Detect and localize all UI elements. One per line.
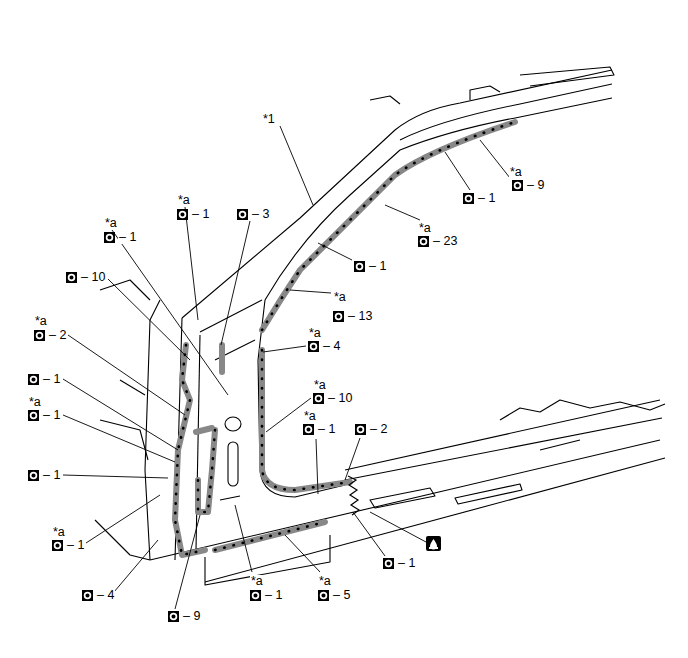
- callout-number: – 3: [251, 208, 270, 221]
- callout-number: – 2: [48, 329, 67, 342]
- note-mark: *a: [318, 575, 332, 588]
- note-mark: *a: [509, 166, 523, 179]
- note-mark: *a: [28, 396, 42, 409]
- note-mark: *a: [308, 327, 322, 340]
- callout-number: – 1: [477, 192, 496, 205]
- callout-number: – 1: [397, 557, 416, 570]
- note-mark: *a: [34, 315, 48, 328]
- callout-number: – 1: [42, 469, 61, 482]
- note-mark: *a: [104, 217, 118, 230]
- callout-number: – 1: [66, 539, 85, 552]
- sealer-icon: [426, 536, 441, 551]
- callout-number: – 9: [182, 610, 201, 623]
- note-mark: *a: [333, 291, 347, 304]
- callout-number: – 1: [317, 423, 336, 436]
- callout-icon: [28, 180, 523, 622]
- callout-number: – 4: [96, 589, 115, 602]
- part-mark: *1: [262, 113, 276, 126]
- callout-number: – 13: [347, 310, 373, 323]
- body-outline: [95, 67, 665, 585]
- callout-number: – 23: [432, 235, 458, 248]
- note-mark: *a: [418, 222, 432, 235]
- callout-number: – 1: [368, 260, 387, 273]
- callout-number: – 2: [369, 423, 388, 436]
- note-mark: *a: [313, 379, 327, 392]
- callout-number: – 1: [264, 589, 283, 602]
- callout-number: – 9: [526, 179, 545, 192]
- sealer-bead: [175, 122, 515, 555]
- weld-zigzag: [348, 476, 359, 515]
- callout-number: – 4: [322, 340, 341, 353]
- note-mark: *a: [52, 526, 66, 539]
- note-mark: *a: [303, 410, 317, 423]
- weld-spots: [175, 122, 515, 555]
- callout-number: – 10: [327, 392, 353, 405]
- callout-number: – 1: [42, 409, 61, 422]
- callout-number: – 1: [118, 231, 137, 244]
- callout-number: – 1: [191, 208, 210, 221]
- leader-line: [63, 126, 510, 609]
- callout-number: – 1: [42, 373, 61, 386]
- callout-number: – 10: [80, 271, 106, 284]
- callout-number: – 5: [332, 589, 351, 602]
- note-mark: *a: [250, 575, 264, 588]
- note-mark: *a: [177, 194, 191, 207]
